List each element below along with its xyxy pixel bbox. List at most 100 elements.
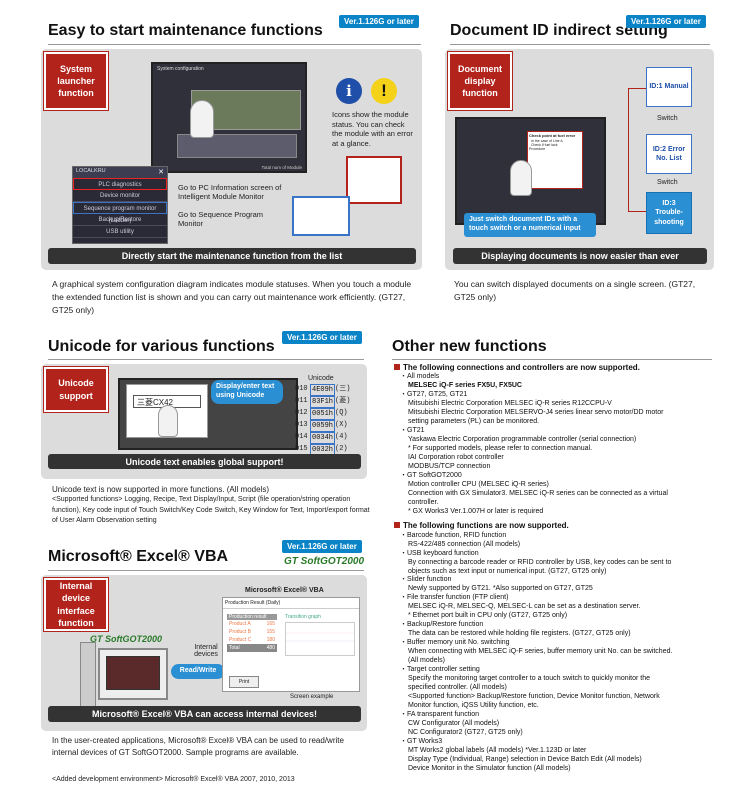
g1-item-text: * For supported models, please refer to … — [408, 444, 593, 452]
doc-heading: Check point at fuel error — [529, 133, 576, 138]
document-bar: Displaying documents is now easier than … — [453, 248, 707, 264]
g1-item-text: IAI Corporation robot controller — [408, 453, 504, 461]
document-badge: Document display function — [448, 52, 512, 110]
excel-desc-2: <Added development environment> Microsof… — [52, 776, 295, 783]
g2-item-text: MT Works2 global labels (All models) *Ve… — [408, 746, 587, 754]
id-manual-box[interactable]: ID:1 Manual — [646, 67, 692, 107]
g1-item-text: setting parameters (PL) can be monitored… — [408, 418, 540, 425]
g2-item-text: When connecting with MELSEC iQ-F series,… — [408, 648, 673, 656]
sheet-header: Production Result (Daily) — [223, 598, 359, 609]
pc-tower — [80, 642, 96, 708]
g2-item-text: MELSEC iQ-R, MELSEC-Q, MELSEC-L can be s… — [408, 603, 641, 611]
menu-title: LOCALKRU — [76, 168, 106, 174]
g1-item-text: controller. — [408, 498, 439, 506]
g2-item-text: Display Type (Individual, Range) selecti… — [408, 755, 642, 763]
hand-touch-icon-3 — [158, 405, 178, 437]
print-button[interactable]: Print — [229, 676, 259, 688]
excel-product-label: GT SoftGOT2000 — [284, 556, 365, 567]
g2-item-text: By connecting a barcode reader or RFID c… — [408, 558, 672, 566]
id-error-list-box[interactable]: ID:2 Error No. List — [646, 134, 692, 174]
pc-info-icon — [346, 156, 402, 204]
hand-touch-icon-2 — [510, 160, 532, 196]
unicode-desc-2: <Supported functions> Logging, Recipe, T… — [52, 496, 370, 524]
error-icon: ! — [371, 78, 397, 104]
menu-item-usb-utility[interactable]: USB utility — [73, 226, 167, 238]
screen-title: System configuration — [157, 66, 204, 72]
document-title: Document ID indirect setting — [450, 22, 668, 39]
module-rack-2 — [177, 134, 297, 158]
g1-item-text: Motion controller CPU (MELSEC iQ-R serie… — [408, 480, 549, 488]
unicode-rule — [48, 359, 364, 360]
close-icon[interactable]: ✕ — [158, 169, 164, 176]
unicode-display-label: Display/enter text using Unicode — [211, 380, 283, 404]
document-desc: You can switch displayed documents on a … — [454, 279, 696, 303]
menu-item-sequence-monitor[interactable]: Sequence program monitor (Ladder) — [73, 202, 167, 224]
icons-note: Icons show the module status. You can ch… — [332, 110, 413, 148]
excel-rule — [48, 570, 364, 571]
g2-item-text: objects such as text input or numerical … — [408, 567, 607, 575]
hand-touch-icon — [190, 100, 214, 138]
g2-item-title: ・File transfer function (FTP client) — [400, 594, 509, 602]
g2-item-text: Specify the monitoring target controller… — [408, 674, 651, 682]
g2-item-text: NC Configurator2 (GT27, GT25 only) — [408, 728, 523, 736]
g2-item-text: Monitor function, iQSS Utility function,… — [408, 701, 539, 709]
id-troubleshooting-box[interactable]: ID:3 Trouble-shooting — [646, 192, 692, 234]
document-version-badge: Ver.1.126G or later — [626, 15, 706, 28]
g1-item-text: MODBUS/TCP connection — [408, 462, 491, 470]
connector-line — [628, 88, 646, 212]
g2-item-title: ・GT Works3 — [400, 737, 443, 745]
menu-item-device-monitor[interactable]: Device monitor — [73, 190, 167, 202]
maintenance-title: Easy to start maintenance functions — [48, 22, 323, 39]
g1-item-text: Mitsubishi Electric Corporation MELSEC i… — [408, 400, 612, 408]
g2-item-text: Device Monitor in the Simulator function… — [408, 764, 571, 772]
g2-item-text: (All models) — [408, 657, 445, 665]
info-icon: i — [336, 78, 362, 104]
excel-bar: Microsoft® Excel® VBA can access interna… — [48, 706, 361, 722]
unicode-badge: Unicode support — [44, 367, 108, 412]
switch-label-2: Switch — [657, 179, 678, 186]
excel-title: Microsoft® Excel® VBA — [48, 548, 229, 565]
maintenance-badge: System launcher function — [44, 52, 108, 110]
document-note: Just switch document IDs with a touch sw… — [464, 213, 596, 237]
pc-monitor — [98, 648, 168, 700]
read-write-label: Read/Write — [171, 664, 225, 679]
other-list: The following connections and controller… — [394, 363, 712, 773]
g2-item-title: ・USB keyboard function — [400, 549, 479, 557]
g1-item-text: Mitsubishi Electric Corporation MELSERVO… — [408, 409, 664, 417]
g2-item-title: ・FA transparent function — [400, 710, 479, 718]
excel-sheet-title: Microsoft® Excel® VBA — [245, 587, 324, 594]
menu-item-plc-diagnostics[interactable]: PLC diagnostics — [73, 178, 167, 190]
switch-label-1: Switch — [657, 115, 678, 122]
doc-page: Check point at fuel error In the case of… — [527, 131, 583, 189]
system-config-screen: System configuration Total num of Module — [151, 62, 307, 173]
graph-title: Transition graph — [285, 614, 321, 620]
excel-desc-1: In the user-created applications, Micros… — [52, 736, 344, 758]
g2-item-text: specified controller. (All models) — [408, 683, 507, 691]
g2-item-text: <Supported function> Backup/Restore func… — [408, 692, 660, 700]
other-head-1: The following connections and controller… — [394, 363, 712, 373]
g2-item-text: * Ethernet port built in CPU only (GT27,… — [408, 612, 568, 620]
g1-item-title: ・GT27, GT25, GT21 — [400, 391, 468, 399]
menu-item-backup-restore[interactable]: Backup/Restore — [73, 214, 167, 226]
g2-item-text: RS-422/485 connection (All models) — [408, 540, 521, 548]
softgot-logo: GT SoftGOT2000 — [90, 634, 163, 644]
g2-item-title: ・Buffer memory unit No. switching — [400, 639, 510, 647]
maintenance-version-badge: Ver.1.126G or later — [339, 15, 419, 28]
document-rule — [450, 44, 710, 45]
doc-line1: In the case of Line A — [531, 139, 563, 143]
excel-badge: Internal device interface function — [44, 578, 108, 631]
maintenance-rule — [48, 44, 421, 45]
doc-proc: Procedure — [529, 147, 546, 151]
g1-item-title: ・GT SoftGOT2000 — [400, 471, 462, 479]
doc-line2: Check if fuel lack — [531, 143, 558, 147]
g2-item-title: ・Target controller setting — [400, 666, 480, 674]
g1-item-text: Connection with GX Simulator3. MELSEC iQ… — [408, 489, 668, 497]
document-screen: Check point at fuel error In the case of… — [455, 117, 606, 225]
g2-item-title: ・Barcode function, RFID function — [400, 531, 507, 539]
